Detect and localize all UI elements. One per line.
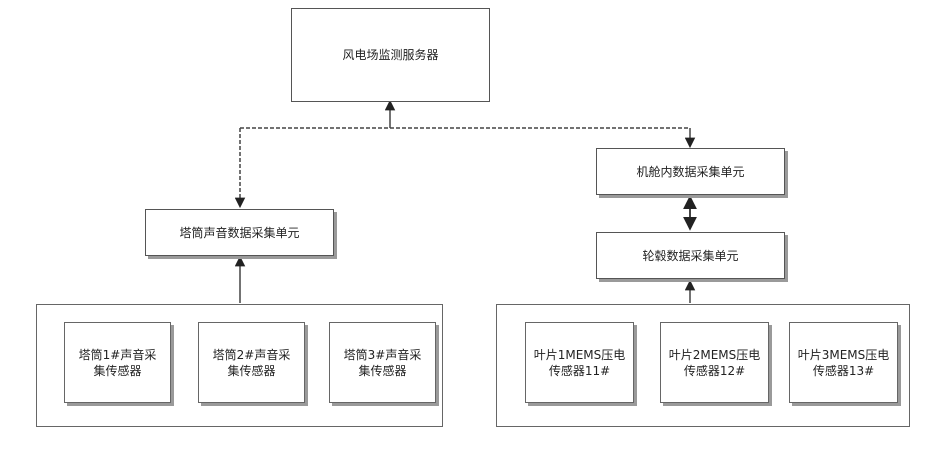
tower-sensor-group: 塔筒1#声音采 集传感器 塔筒2#声音采 集传感器 塔筒3#声音采 集传感器 [36,304,443,427]
tower-sensor-1: 塔筒1#声音采 集传感器 [64,322,171,403]
nacelle-unit-label: 机舱内数据采集单元 [636,164,744,180]
tower-sensor-3: 塔筒3#声音采 集传感器 [329,322,436,403]
blade-sensor-3-label: 叶片3MEMS压电 传感器13# [798,347,890,379]
server-label: 风电场监测服务器 [342,47,438,63]
tower-sensor-3-label: 塔筒3#声音采 集传感器 [344,347,422,379]
blade-sensor-1-label: 叶片1MEMS压电 传感器11# [534,347,626,379]
hub-unit-box: 轮毂数据采集单元 [596,232,785,279]
tower-sensor-2: 塔筒2#声音采 集传感器 [198,322,305,403]
blade-sensor-2: 叶片2MEMS压电 传感器12# [660,322,769,403]
blade-sensor-3: 叶片3MEMS压电 传感器13# [789,322,898,403]
server-box: 风电场监测服务器 [291,8,490,102]
blade-sensor-group: 叶片1MEMS压电 传感器11# 叶片2MEMS压电 传感器12# 叶片3MEM… [496,304,910,427]
tower-sensor-1-label: 塔筒1#声音采 集传感器 [79,347,157,379]
hub-unit-label: 轮毂数据采集单元 [642,248,738,264]
blade-sensor-1: 叶片1MEMS压电 传感器11# [525,322,634,403]
tower-sensor-2-label: 塔筒2#声音采 集传感器 [213,347,291,379]
blade-sensor-2-label: 叶片2MEMS压电 传感器12# [669,347,761,379]
tower-unit-label: 塔筒声音数据采集单元 [179,225,299,241]
nacelle-unit-box: 机舱内数据采集单元 [596,148,785,195]
tower-unit-box: 塔筒声音数据采集单元 [145,209,334,256]
